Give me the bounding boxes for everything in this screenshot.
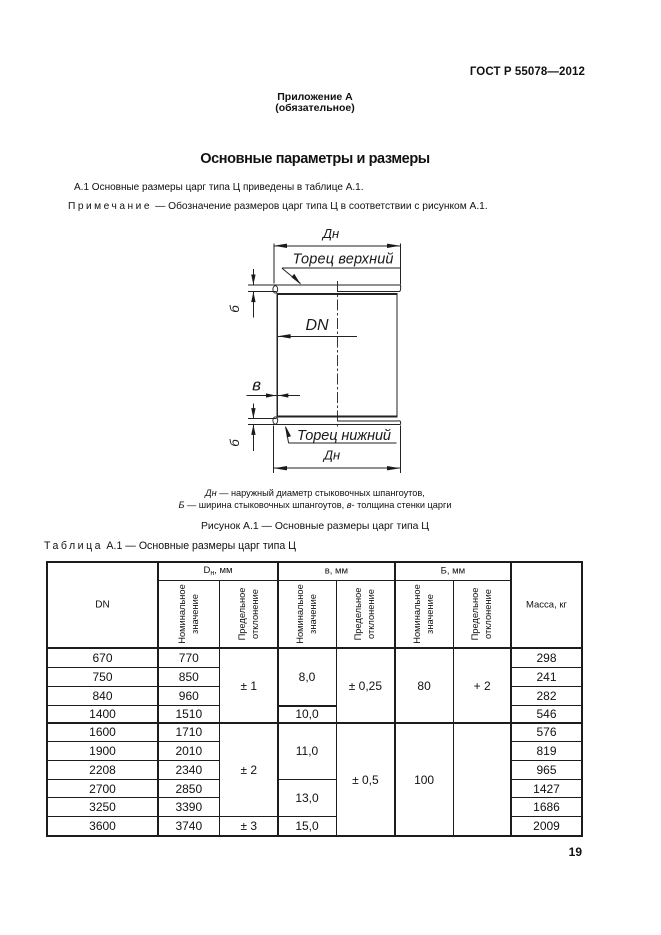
- svg-text:б: б: [227, 305, 242, 313]
- svg-text:DN: DN: [305, 317, 329, 334]
- svg-text:Торец нижний: Торец нижний: [297, 428, 391, 444]
- svg-text:Дн: Дн: [321, 226, 339, 241]
- svg-text:Торец верхний: Торец верхний: [293, 252, 394, 268]
- svg-text:б: б: [227, 439, 242, 447]
- svg-text:в: в: [252, 376, 261, 395]
- svg-text:Дн: Дн: [322, 448, 340, 463]
